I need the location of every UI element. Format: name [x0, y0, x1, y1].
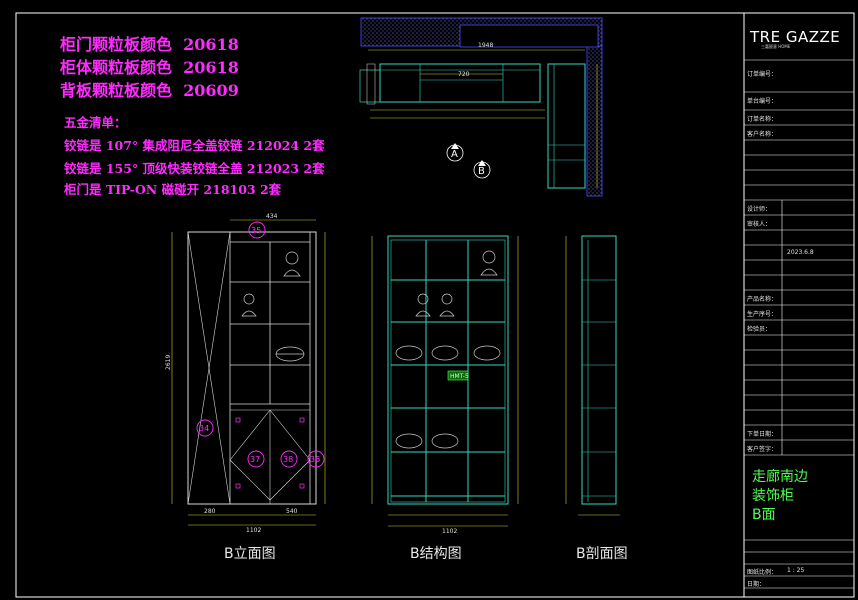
- panel-color-back: 背板颗粒板颜色 20609: [60, 80, 239, 102]
- panel-color-door: 柜门颗粒板颜色 20618: [60, 34, 239, 56]
- hardware-item-2: 铰链是 155° 顶级快装铰链全盖 212023 2套: [64, 161, 325, 176]
- view-marker-a-label: A: [451, 149, 458, 160]
- balloon-38-label: 38: [283, 455, 293, 464]
- balloon-36-label: 36: [310, 455, 320, 464]
- balloon-37: [247, 450, 265, 468]
- structure-dims: [371, 236, 519, 527]
- view-title-section: B剖面图: [576, 546, 628, 562]
- view-marker-b-label: B: [478, 166, 485, 177]
- panel-color-door-label: 柜门颗粒板颜色: [60, 35, 173, 54]
- elevation-dim-bottom-left: 280: [204, 508, 216, 515]
- elevation-outline: [187, 231, 317, 505]
- title-block-grid: [744, 59, 854, 589]
- elevation-dim-width: 1102: [246, 527, 261, 534]
- tb-product: 产品名称：: [747, 296, 778, 303]
- balloon-36: [307, 450, 325, 468]
- elevation-dims: [171, 219, 326, 526]
- panel-color-body-code: 20618: [183, 58, 239, 77]
- tb-unit-no: 单台编号：: [747, 98, 778, 105]
- tb-serial: 生产序号：: [747, 311, 778, 318]
- structure-dim-width: 1102: [442, 528, 457, 535]
- structure-part-tag: HMT-5: [450, 373, 469, 380]
- company-logo: TRE GAZZE: [750, 28, 841, 46]
- section-outline: [581, 235, 617, 505]
- balloon-38: [280, 450, 298, 468]
- plan-side-cabinet: [547, 63, 586, 189]
- balloon-37-label: 37: [250, 455, 260, 464]
- plan-dim-top: 1948: [478, 42, 493, 49]
- structure-decor: [395, 250, 501, 449]
- tb-customer-sign: 客户签字：: [747, 446, 778, 453]
- plan-dim-mid: 720: [458, 71, 470, 78]
- hardware-title: 五金清单：: [64, 115, 127, 130]
- panel-color-body-label: 柜体颗粒板颜色: [60, 58, 173, 77]
- balloon-34-label: 34: [199, 424, 209, 433]
- panel-color-back-code: 20609: [183, 81, 239, 100]
- tb-inspector: 检验员：: [747, 326, 772, 333]
- tb-date-label: 日期：: [747, 581, 766, 588]
- view-title-elevation: B立面图: [224, 546, 276, 562]
- panel-color-back-label: 背板颗粒板颜色: [60, 81, 173, 100]
- structure-view: [387, 235, 509, 505]
- elevation-decor: [241, 251, 305, 362]
- elevation-dim-top: 434: [266, 213, 278, 220]
- balloon-35-label: 35: [251, 226, 261, 235]
- hardware-item-3: 柜门是 TIP-ON 磁碰开 218103 2套: [64, 182, 282, 197]
- hardware-item-1: 铰链是 107° 集成阻尼全盖铰链 212024 2套: [64, 138, 325, 153]
- plan-view: [359, 17, 603, 197]
- plan-wall-hatch-right: [586, 45, 603, 197]
- tb-order-name: 订单名称：: [747, 116, 778, 123]
- tb-designer: 设计师：: [747, 206, 772, 213]
- tb-order-date: 下单日期：: [747, 431, 778, 438]
- section-view: [581, 235, 617, 505]
- tb-scale-value: 1 : 25: [787, 567, 805, 574]
- balloon-34: [196, 419, 214, 437]
- elevation-dim-bottom-right: 540: [286, 508, 298, 515]
- structure-part-tag-box: [447, 370, 469, 381]
- structure-outline: [387, 235, 509, 505]
- elevation-view: [187, 231, 317, 505]
- view-title-structure: B结构图: [410, 546, 462, 562]
- tb-date-value: 2023.6.8: [787, 249, 814, 256]
- tb-order-no: 订单编号：: [747, 71, 778, 78]
- project-title: 走廊南边 装饰柜 B面: [752, 469, 808, 523]
- company-logo-subtitle: 三嘉醛意 HOME: [761, 44, 791, 49]
- view-marker-a: [446, 143, 464, 162]
- balloon-35: [248, 221, 266, 239]
- view-marker-b: [473, 160, 491, 179]
- tb-scale-label: 图纸比例：: [747, 569, 778, 576]
- section-dims: [565, 236, 620, 516]
- tb-customer: 客户名称：: [747, 131, 778, 138]
- panel-color-door-code: 20618: [183, 35, 239, 54]
- panel-color-body: 柜体颗粒板颜色 20618: [60, 57, 239, 79]
- elevation-dim-height: 2619: [165, 355, 172, 370]
- tb-reviewer: 审核人：: [747, 221, 772, 228]
